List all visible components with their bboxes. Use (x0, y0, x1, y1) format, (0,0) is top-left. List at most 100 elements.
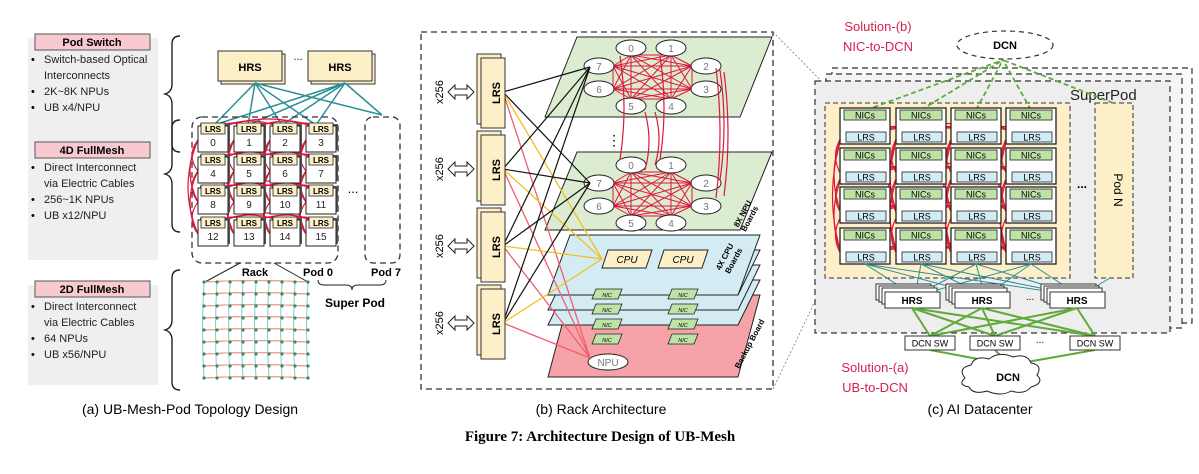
hrs-dcnsw-link (1076, 307, 1096, 337)
lrs-tag-label: LRS (241, 125, 258, 134)
lrs-box (480, 288, 506, 360)
npu-chip-label: 1 (668, 161, 674, 172)
npu-chip-3 (690, 80, 722, 98)
link-multiplier: x256 (434, 157, 446, 181)
nics-block (843, 229, 887, 241)
nic-chip (667, 318, 699, 330)
mesh-npu-node (293, 292, 297, 296)
link-multiplier: x256 (434, 80, 446, 104)
mesh-npu-node (293, 376, 297, 380)
inter-board-link (619, 55, 625, 161)
inter-board-link (715, 67, 721, 199)
cpu-chip-0 (601, 249, 653, 269)
npu-fullmesh-link (612, 182, 693, 207)
bullet-dot: • (31, 54, 35, 66)
nics-label: NICs (855, 111, 875, 121)
lrs-tag-label: LRS (241, 156, 258, 165)
lrs-block (1011, 251, 1053, 263)
lrs-id: 7 (318, 169, 324, 180)
lrs-tag (200, 122, 226, 135)
mesh-npu-node (202, 340, 206, 344)
lrs-label: LRS (857, 253, 875, 263)
lrs-box (480, 134, 506, 206)
npu-fullmesh-link (670, 205, 693, 217)
solution-a-desc: UB-to-DCN (842, 380, 908, 395)
npu-fullmesh-link (630, 171, 672, 217)
lrs-tag (236, 122, 262, 135)
dcn-switch-2 (1069, 335, 1121, 351)
lrs-id: 8 (210, 200, 216, 211)
bidirectional-arrow-icon (447, 83, 475, 101)
teal-link (281, 82, 346, 126)
dcn-cloud-top (956, 30, 1054, 60)
hrs-label: HRS (238, 62, 261, 74)
bullet-dot: • (31, 194, 35, 206)
caption-b: (b) Rack Architecture (536, 401, 667, 417)
lrs-npu-link (502, 91, 591, 184)
caption-c: (c) AI Datacenter (927, 401, 1032, 417)
dcn-switch-label: DCN SW (1077, 339, 1114, 349)
lrs-block (901, 131, 943, 143)
info-box-title: 2D FullMesh (60, 284, 125, 296)
nics-block (843, 149, 887, 161)
nic-label: NIC (678, 323, 688, 329)
panel-a-topology: Pod Switch•Switch-based OpticalInterconn… (28, 33, 401, 417)
lrs-tag (200, 216, 226, 229)
mesh-npu-node (228, 292, 232, 296)
nics-label: NICs (1021, 231, 1041, 241)
lrs-tag (308, 122, 334, 135)
lrs-tag-label: LRS (277, 187, 294, 196)
inter-board-link (723, 71, 729, 197)
lrs-id: 1 (246, 138, 252, 149)
npu-chip-2 (690, 174, 722, 192)
npu-fullmesh-link (612, 88, 672, 100)
lrs-tag (236, 184, 262, 197)
red-mesh-link (189, 170, 199, 235)
npu-chip-1 (655, 156, 687, 174)
hrs-switch-0: HRS (875, 283, 941, 309)
inter-board-link (659, 55, 665, 161)
solution-b-title: Solution-(b) (844, 19, 911, 34)
lrs-tag-label: LRS (241, 219, 258, 228)
npu-fullmesh-link (630, 65, 693, 100)
mesh-npu-node (280, 364, 284, 368)
cpu-label: CPU (672, 255, 694, 266)
lrs-block (901, 171, 943, 183)
hrs-dcnsw-link (994, 307, 1078, 337)
hrs-label: HRS (328, 62, 351, 74)
mesh-npu-node (215, 340, 219, 344)
mesh-npu-node (254, 352, 258, 356)
pods-ellipsis: ... (348, 181, 359, 196)
hrs-label: HRS (1066, 296, 1087, 307)
npu-chip-1 (655, 39, 687, 57)
lrs-tag (236, 216, 262, 229)
info-box-bullet: 256~1K NPUs (44, 194, 115, 206)
hrs-dcnsw-link (929, 307, 1078, 337)
lrs-tag (236, 153, 262, 166)
lrs-label: LRS (1023, 173, 1041, 183)
nic-chip (591, 318, 623, 330)
rack-outline (420, 31, 774, 390)
info-box-bullet: Switch-based Optical (44, 54, 147, 66)
mesh-npu-node (267, 292, 271, 296)
lrs-label: LRS (913, 253, 931, 263)
npu-chip-label: 2 (703, 179, 709, 190)
mesh-npu-node (241, 340, 245, 344)
lrs-npu-link (502, 182, 591, 324)
nic-to-dcn-link (1002, 59, 1114, 104)
mesh-npu-node (215, 292, 219, 296)
dcn-top-label: DCN (993, 40, 1017, 52)
mesh-npu-node (202, 376, 206, 380)
mesh-npu-node (267, 280, 271, 284)
